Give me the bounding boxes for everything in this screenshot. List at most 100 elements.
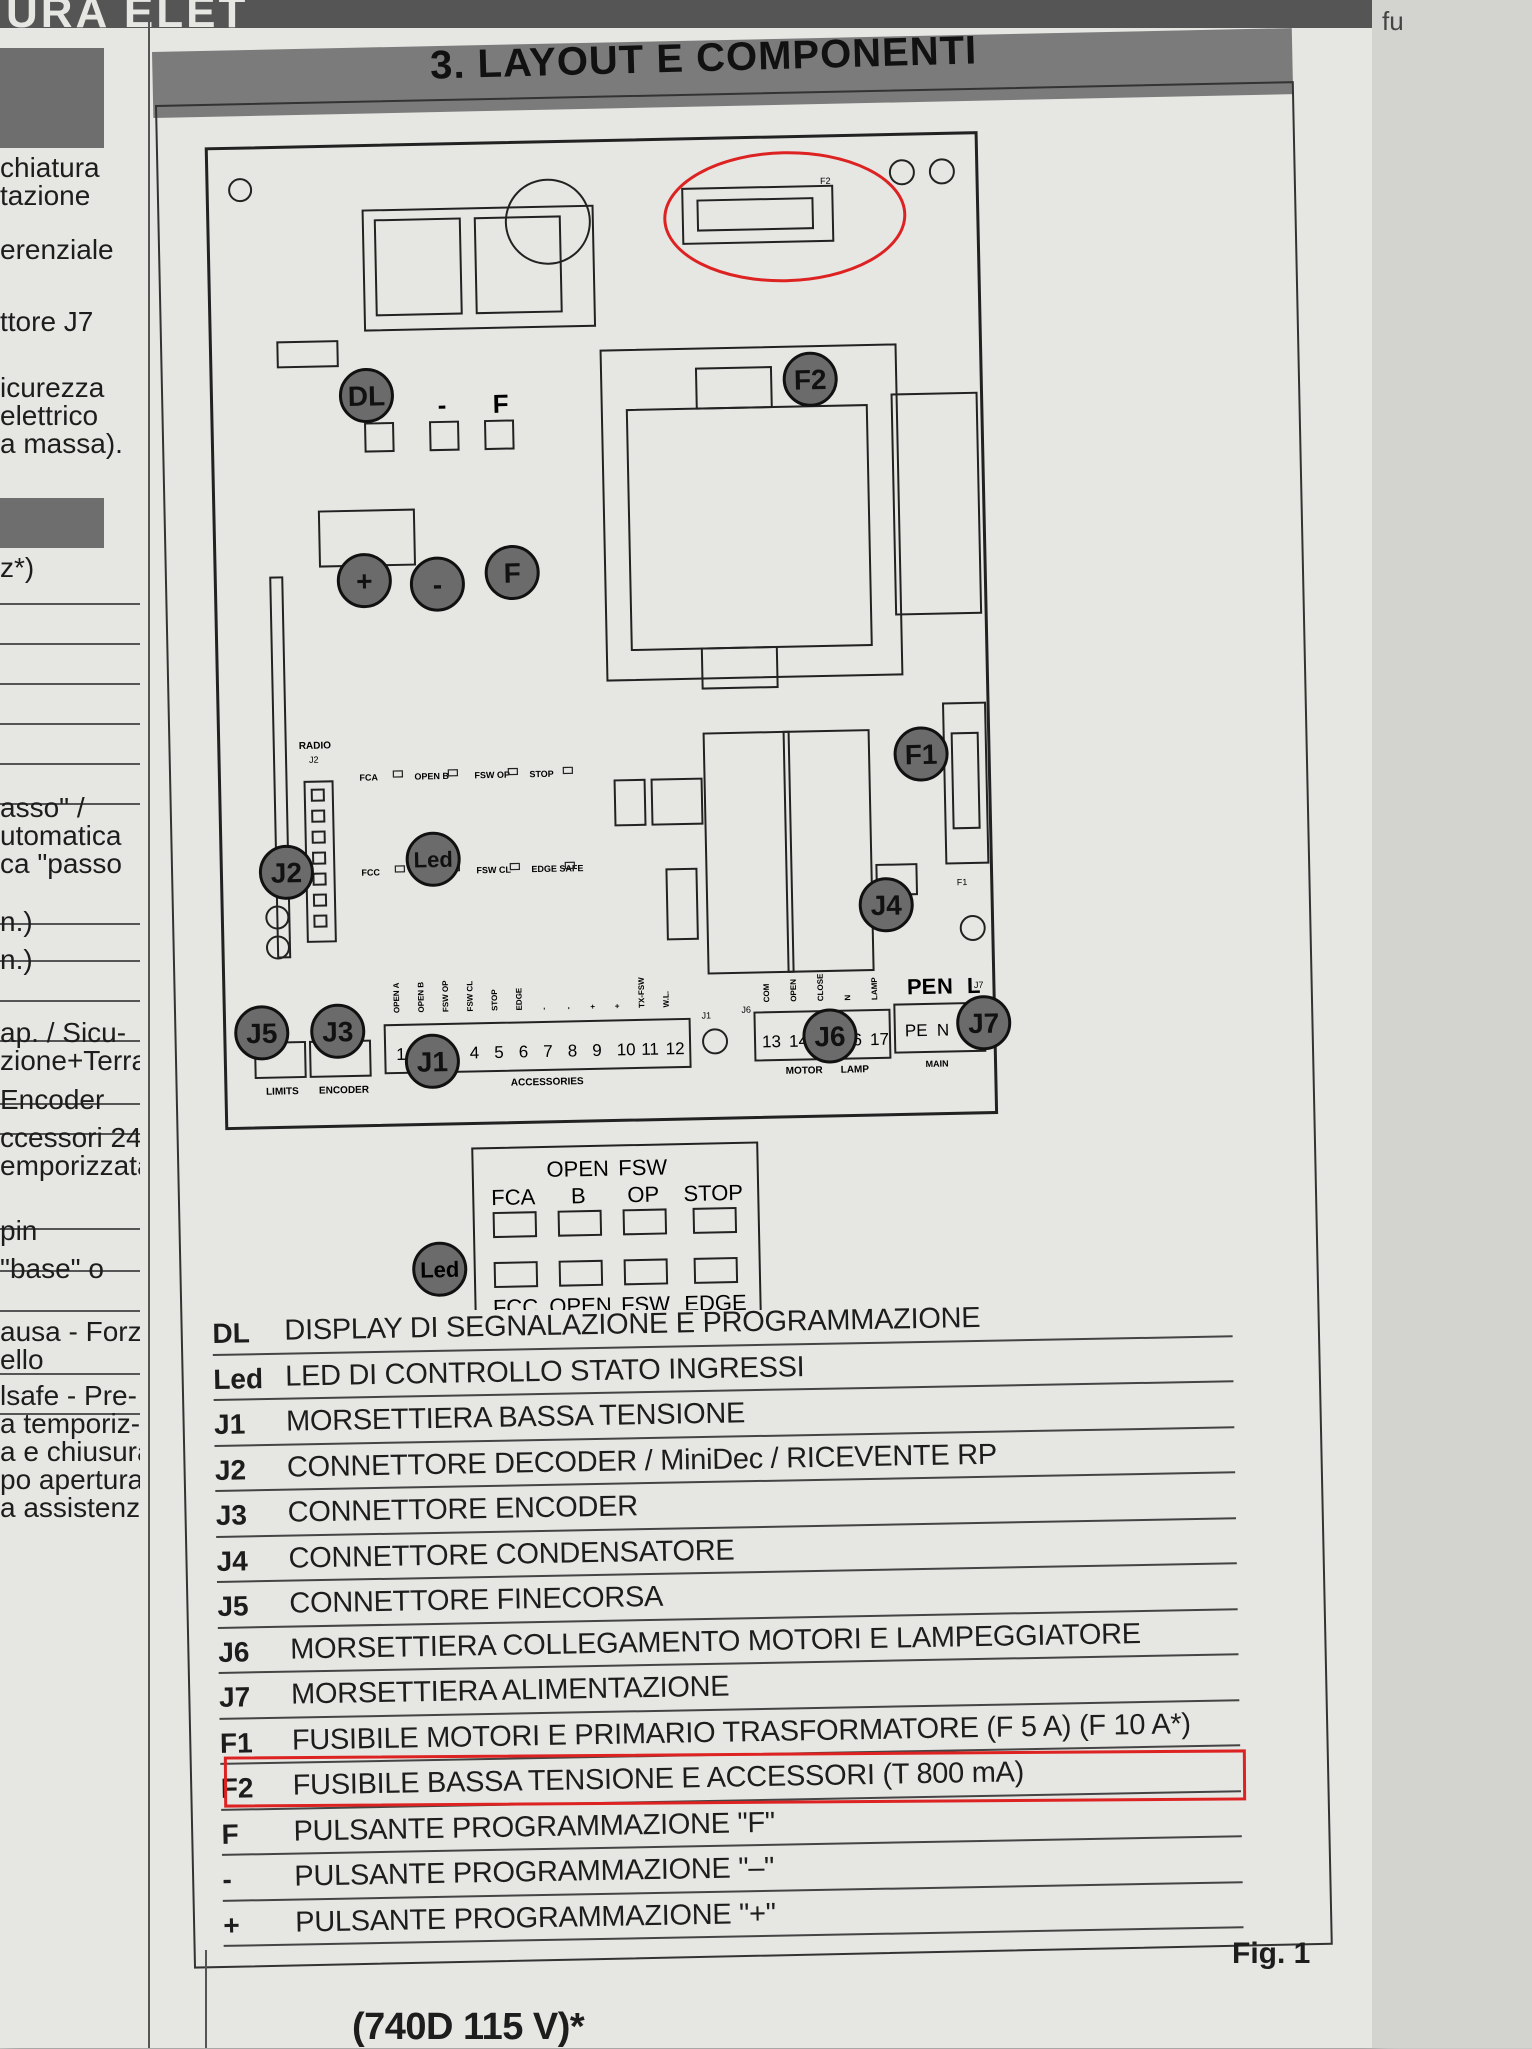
legend-description: CONNETTORE ENCODER [287,1490,639,1529]
callout-label: J3 [322,1016,354,1048]
left-column-text: "base" o [0,1253,104,1284]
legend-code: J2 [214,1453,247,1486]
j6-pin-label: COM [762,983,771,1002]
legend-code: J1 [213,1408,246,1440]
callout-label: F2 [794,364,827,396]
j1-pin-label: EDGE [514,987,523,1011]
left-rule [0,923,140,925]
j1-terminal-number: 11 [641,1040,659,1059]
radio-sub-label: J2 [309,755,319,765]
callout-label: J6 [814,1021,846,1053]
led-label-bottom: FCC [361,867,380,877]
status-led [564,861,576,870]
component [650,777,704,826]
inset-bottom-label-1: EDGE [684,1290,747,1310]
callout-circle [802,1008,858,1064]
callout-circle [893,726,949,782]
j2-pin [313,914,328,928]
left-column-text: ausa - Forza [0,1316,140,1347]
callout-circle [338,368,394,424]
j6-pin-label: LAMP [870,977,879,1001]
left-rule [0,643,140,645]
left-rule [0,1413,140,1415]
component [613,778,647,827]
radio-label: RADIO [299,740,332,752]
led-label-bottom: FSW CL [476,865,511,876]
relay [702,730,795,975]
inset-led-bottom [693,1256,739,1284]
j2-pin [311,830,326,844]
f2-highlight-box [223,1749,1247,1808]
j1-pin-label: + [613,1003,622,1008]
left-column-text: z*) [0,552,35,583]
legend-code: J7 [218,1681,251,1713]
j7-terminal-label: N [937,1020,950,1039]
left-section-bar [0,498,104,548]
left-column-text: ap. / Sicu- [0,1017,127,1048]
inset-top-label-2: OP [627,1182,659,1208]
callout-label: J5 [246,1018,278,1050]
left-column-text: n.) [0,944,33,975]
relay [782,729,875,973]
j1-pin-label: OPEN B [416,982,426,1013]
mount-hole [228,178,253,203]
callout-circle [234,1005,290,1061]
callout-circle [336,553,392,609]
legend-code: + [222,1909,240,1941]
inset-led-top [692,1206,738,1234]
j1-terminal-number: 6 [519,1042,529,1061]
legend-description: CONNETTORE DECODER / MiniDec / RICEVENTE… [286,1438,998,1484]
j2-pin [310,788,325,802]
j1-pin-label: W.L. [661,991,670,1008]
j1-terminal-number: 9 [592,1041,602,1060]
legend-code: F1 [219,1726,253,1759]
left-rule [0,723,140,725]
j1-terminal-number: 4 [470,1043,480,1062]
inset-led-bottom [623,1258,669,1286]
legend-description: PULSANTE PROGRAMMAZIONE "–" [294,1851,775,1893]
left-column-text: a massa). [0,428,123,459]
led-label-top: FSW OP [474,770,510,781]
j1-pin-label: - [564,1006,573,1009]
left-column-text: ca "passo [0,848,123,879]
inset-led-callout: Led [420,1257,460,1283]
mount-hole [702,1028,729,1055]
led-label-top: FCA [359,772,378,782]
legend-description: LED DI CONTROLLO STATO INGRESSI [284,1350,805,1393]
callout-label: Led [413,847,453,873]
j7-pin-label: L [967,973,981,998]
program-button-body [364,421,395,453]
j3-caption: ENCODER [319,1085,370,1097]
inset-led-top [492,1211,538,1239]
left-rule [0,960,140,962]
j1-pin-label: OPEN A [392,982,402,1013]
j6-caption: MOTOR [786,1065,824,1077]
left-column-text: erenziale [0,234,114,265]
transformer-tab [700,645,779,690]
inset-bottom-label-1: FCC [493,1294,539,1310]
left-column-text: pin [0,1215,38,1246]
status-led [562,766,574,775]
legend-description: PULSANTE PROGRAMMAZIONE "F" [293,1806,776,1848]
left-column-text: a e chiusura [0,1436,140,1467]
legend-description: MORSETTIERA ALIMENTAZIONE [290,1670,730,1711]
j1-terminal-number: 8 [568,1041,578,1060]
led-label-bottom: EDGE SAFE [531,863,583,874]
left-rule [0,1103,140,1105]
callout-label: J1 [417,1046,449,1078]
led-label-top: OPEN B [414,771,449,782]
j1-terminal-number: 5 [494,1043,504,1062]
mount-hole [265,905,290,930]
left-rule [0,1040,140,1042]
legend-description: DISPLAY DI SEGNALAZIONE E PROGRAMMAZIONE [284,1301,981,1347]
left-rule [0,683,140,685]
left-column-text: elettrico [0,400,99,431]
legend-code: J5 [217,1590,249,1622]
bottom-note: (740D 115 V)* [352,2006,585,2048]
j5-caption: LIMITS [266,1086,299,1098]
left-rule [0,1373,140,1375]
led-inset-panel [471,1141,763,1310]
callout-label: J7 [968,1008,1000,1040]
transformer-core [625,404,873,652]
